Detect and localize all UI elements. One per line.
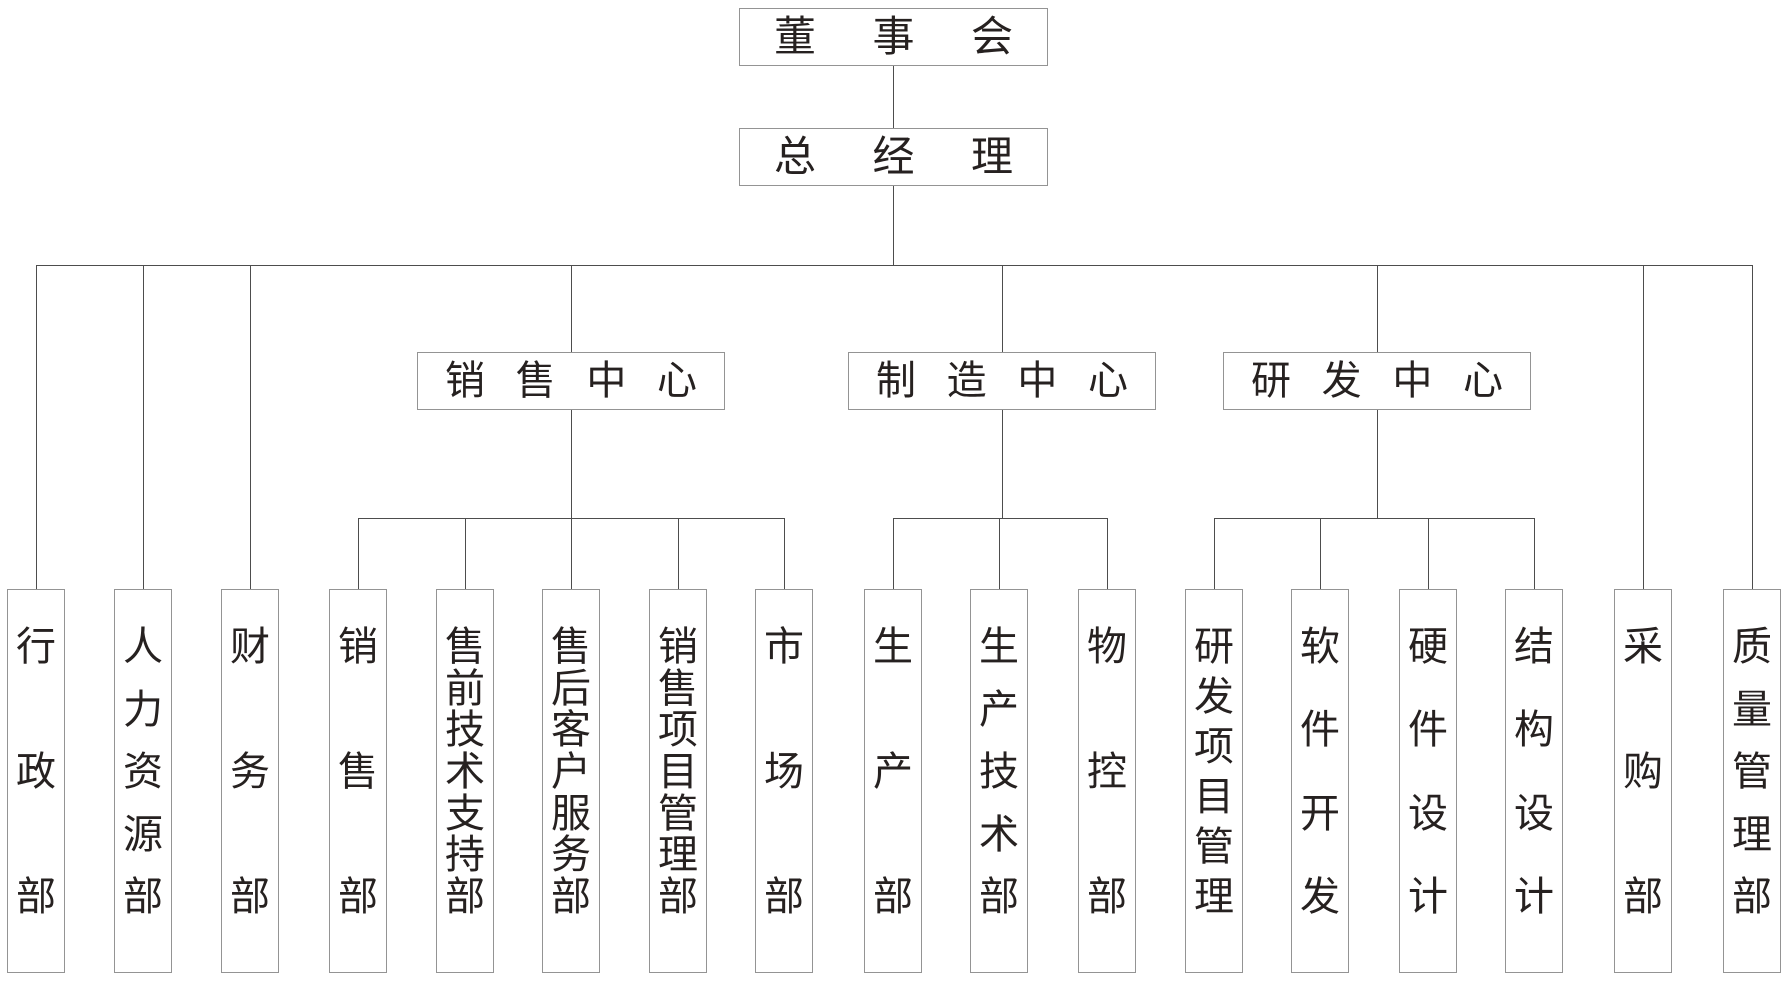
dept-material-control: 物控部 <box>1078 589 1136 973</box>
connector-manufacturing-center-to-subrail <box>1002 410 1003 518</box>
connector-drop-rnd-project-management <box>1214 518 1215 589</box>
connector-drop-production <box>893 518 894 589</box>
connector-rnd-subrail <box>1214 518 1535 519</box>
connector-manufacturing-subrail <box>893 518 1108 519</box>
connector-rnd-center-to-subrail <box>1377 410 1378 518</box>
dept-hardware-design: 硬件设计 <box>1399 589 1457 973</box>
dept-production-technology: 生产技术部 <box>970 589 1028 973</box>
connector-drop-software-development <box>1320 518 1321 589</box>
connector-drop-structural-design <box>1534 518 1535 589</box>
connector-gm-to-mainline <box>893 186 894 265</box>
connector-drop-presales-tech-support <box>465 518 466 589</box>
connector-drop-sales-project-management <box>678 518 679 589</box>
connector-drop-manufacturing-center <box>1002 265 1003 352</box>
connector-drop-aftersales-customer-service <box>571 518 572 589</box>
dept-production: 生产部 <box>864 589 922 973</box>
connector-drop-quality-management <box>1752 265 1753 589</box>
org-node-rnd-center: 研发中心 <box>1223 352 1531 410</box>
connector-drop-rnd-center <box>1377 265 1378 352</box>
dept-quality-management: 质量管理部 <box>1723 589 1781 973</box>
org-node-general-manager: 总经理 <box>739 128 1048 186</box>
dept-procurement: 采购部 <box>1614 589 1672 973</box>
dept-sales-project-management: 销售项目管理部 <box>649 589 707 973</box>
dept-rnd-project-management: 研发项目管理 <box>1185 589 1243 973</box>
connector-drop-human-resources <box>143 265 144 589</box>
connector-drop-procurement <box>1643 265 1644 589</box>
connector-drop-sales <box>358 518 359 589</box>
dept-software-development: 软件开发 <box>1291 589 1349 973</box>
connector-drop-hardware-design <box>1428 518 1429 589</box>
dept-structural-design: 结构设计 <box>1505 589 1563 973</box>
dept-administration: 行政部 <box>7 589 65 973</box>
connector-main-rail <box>36 265 1753 266</box>
connector-sales-center-to-subrail <box>571 410 572 518</box>
dept-aftersales-customer-service: 售后客户服务部 <box>542 589 600 973</box>
connector-board-to-gm <box>893 66 894 128</box>
dept-finance: 财务部 <box>221 589 279 973</box>
connector-drop-marketing <box>784 518 785 589</box>
org-node-board: 董事会 <box>739 8 1048 66</box>
org-node-manufacturing-center: 制造中心 <box>848 352 1156 410</box>
org-node-sales-center: 销售中心 <box>417 352 725 410</box>
connector-drop-sales-center <box>571 265 572 352</box>
connector-drop-production-technology <box>999 518 1000 589</box>
dept-presales-tech-support: 售前技术支持部 <box>436 589 494 973</box>
connector-drop-finance <box>250 265 251 589</box>
dept-marketing: 市场部 <box>755 589 813 973</box>
connector-drop-administration <box>36 265 37 589</box>
dept-sales: 销售部 <box>329 589 387 973</box>
connector-drop-material-control <box>1107 518 1108 589</box>
dept-human-resources: 人力资源部 <box>114 589 172 973</box>
